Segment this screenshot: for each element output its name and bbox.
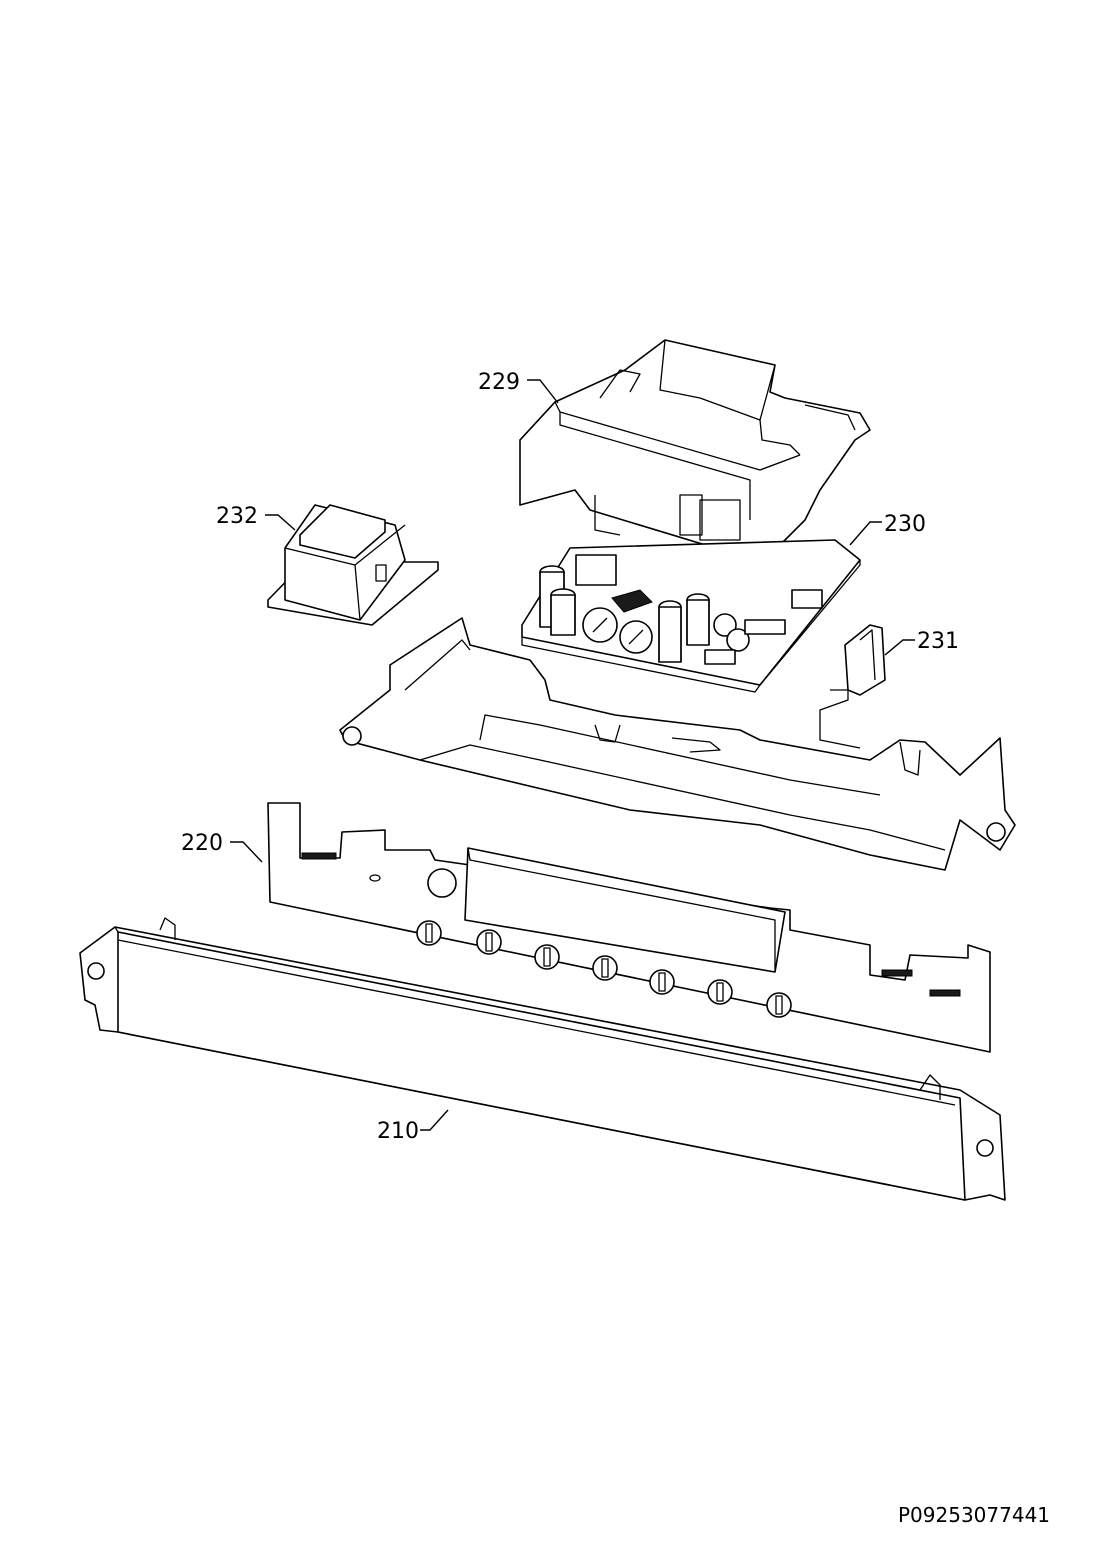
callout-232: 232 bbox=[216, 504, 258, 529]
leader-line-210 bbox=[420, 1109, 449, 1131]
part-210-front-panel bbox=[79, 917, 1006, 1201]
part-230-pcb bbox=[521, 539, 861, 693]
capacitor bbox=[550, 588, 576, 636]
frame bbox=[339, 617, 1016, 871]
capacitor bbox=[686, 593, 710, 646]
push-button bbox=[416, 920, 442, 946]
callout-230: 230 bbox=[884, 512, 926, 537]
leader-line-220 bbox=[230, 841, 263, 863]
callout-210: 210 bbox=[377, 1119, 419, 1144]
part-229-cover bbox=[519, 339, 871, 561]
leader-line-230 bbox=[849, 521, 882, 546]
push-button bbox=[534, 944, 560, 970]
part-231-clip bbox=[819, 624, 886, 749]
callout-220: 220 bbox=[181, 831, 223, 856]
push-button bbox=[476, 929, 502, 955]
push-button bbox=[592, 955, 618, 981]
leader-line-232 bbox=[265, 514, 296, 531]
leader-line-231 bbox=[884, 639, 915, 656]
callout-229: 229 bbox=[478, 370, 520, 395]
leader-line-229 bbox=[527, 379, 559, 404]
push-button bbox=[649, 969, 675, 995]
part-232-transformer bbox=[267, 504, 439, 626]
push-button bbox=[707, 979, 733, 1005]
document-number: P09253077441 bbox=[898, 1503, 1050, 1527]
callout-231: 231 bbox=[917, 629, 959, 654]
part-220-control-board bbox=[267, 802, 991, 1053]
capacitor bbox=[658, 600, 682, 663]
push-button bbox=[766, 992, 792, 1018]
